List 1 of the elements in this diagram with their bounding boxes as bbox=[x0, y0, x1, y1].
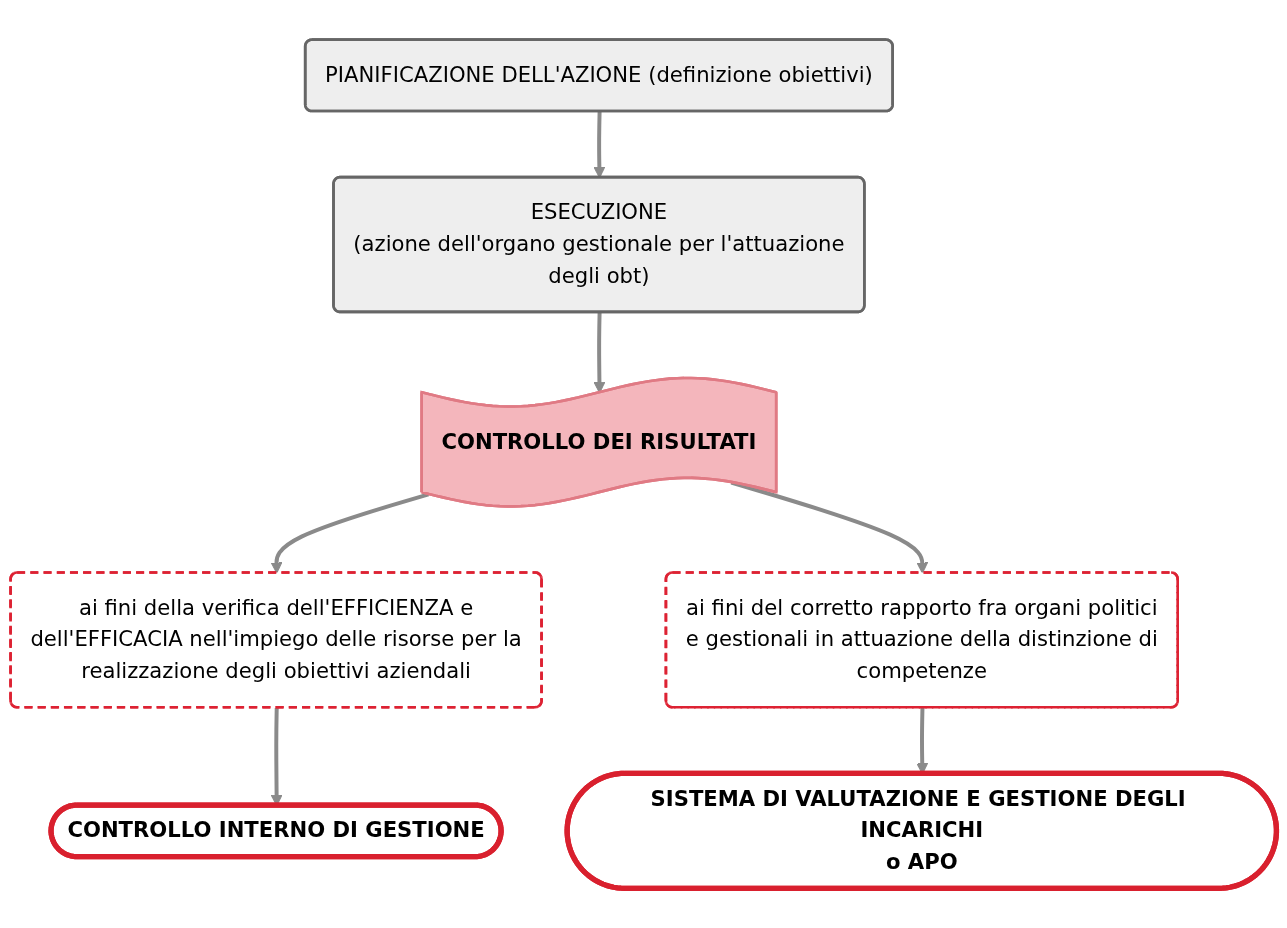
arrow bbox=[593, 312, 606, 394]
